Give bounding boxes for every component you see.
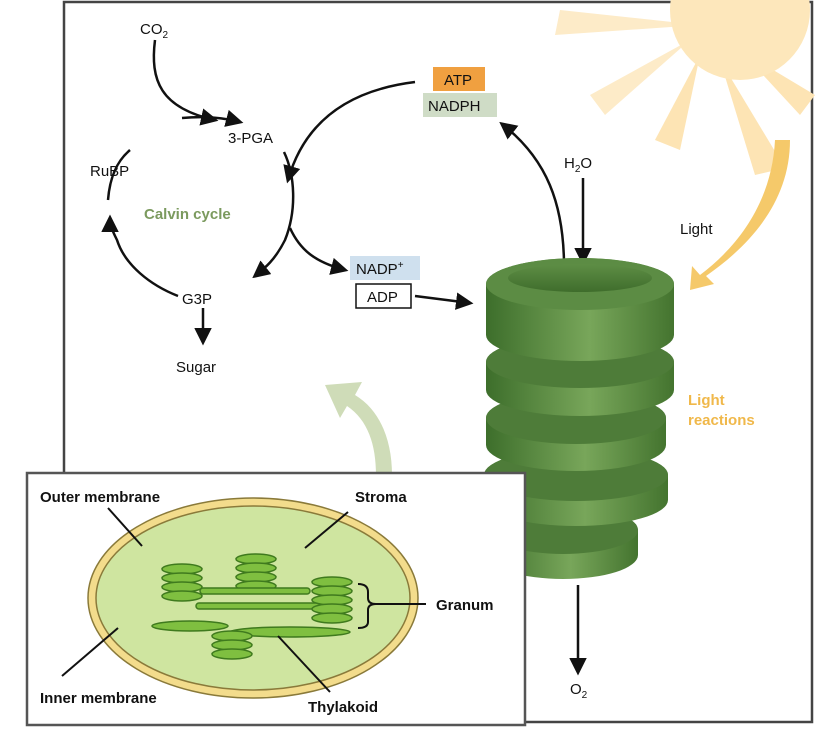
- h2o-label: H2O: [564, 155, 592, 175]
- lamella: [151, 620, 229, 632]
- to-atp-arrow: [499, 121, 566, 263]
- adp-box: [355, 283, 412, 309]
- sun-icon: [555, 0, 815, 175]
- adp-arrow: [414, 292, 474, 310]
- nadph-label: NADPH: [428, 98, 481, 115]
- calvin-cycle: [101, 39, 592, 676]
- light-arrow: [690, 140, 790, 290]
- thylakoid-disk-top: [486, 258, 674, 336]
- rubp-label: RuBP: [90, 163, 129, 180]
- co2-arrow: [152, 39, 219, 126]
- lamella: [199, 587, 311, 595]
- light-reactions-label-1: Light: [688, 392, 725, 409]
- granum-stacks: [151, 553, 353, 660]
- inner-membrane-leader: [61, 627, 119, 677]
- stroma-label: Stroma: [355, 489, 407, 506]
- outer-membrane-leader: [107, 507, 143, 547]
- inner-membrane-label: Inner membrane: [40, 690, 157, 707]
- thylakoid-mini: [211, 648, 253, 660]
- thylakoid-label: Thylakoid: [308, 699, 378, 716]
- outer-membrane-label: Outer membrane: [40, 489, 160, 506]
- stroma-leader: [304, 511, 349, 549]
- leader-lines: [61, 507, 426, 693]
- granum-label: Granum: [436, 597, 494, 614]
- cycle-arc-left: [106, 149, 131, 201]
- thylakoid-mini: [161, 590, 203, 602]
- co2-label: CO2: [140, 21, 169, 41]
- atp-box: [433, 67, 485, 91]
- zoom-arrow: [325, 382, 392, 475]
- light-reactions-label-2: reactions: [688, 412, 755, 429]
- nadp-arrow: [288, 227, 349, 275]
- g3p-label: G3P: [182, 291, 212, 308]
- nadp-label: NADP+: [356, 260, 404, 278]
- calvin-cycle-label: Calvin cycle: [144, 206, 231, 223]
- nadph-box: [423, 93, 497, 117]
- thylakoid-mini: [311, 612, 353, 624]
- sugar-label: Sugar: [176, 359, 216, 376]
- thylakoid-leader: [277, 635, 331, 693]
- chloroplast-inset: Outer membrane Stroma Granum Inner membr…: [25, 471, 527, 727]
- cycle-arc-right: [252, 151, 295, 279]
- cycle-arc-bottom: [101, 214, 179, 298]
- nadp-box: [350, 256, 420, 280]
- thylakoid-stack: [484, 258, 674, 579]
- adp-label: ADP: [367, 289, 398, 306]
- atp-label: ATP: [444, 72, 472, 89]
- pga-label: 3-PGA: [228, 130, 273, 147]
- o2-label: O2: [570, 681, 588, 701]
- light-label: Light: [680, 221, 713, 238]
- atp-return-arrow: [283, 80, 416, 184]
- inner-membrane-shape: [95, 505, 411, 691]
